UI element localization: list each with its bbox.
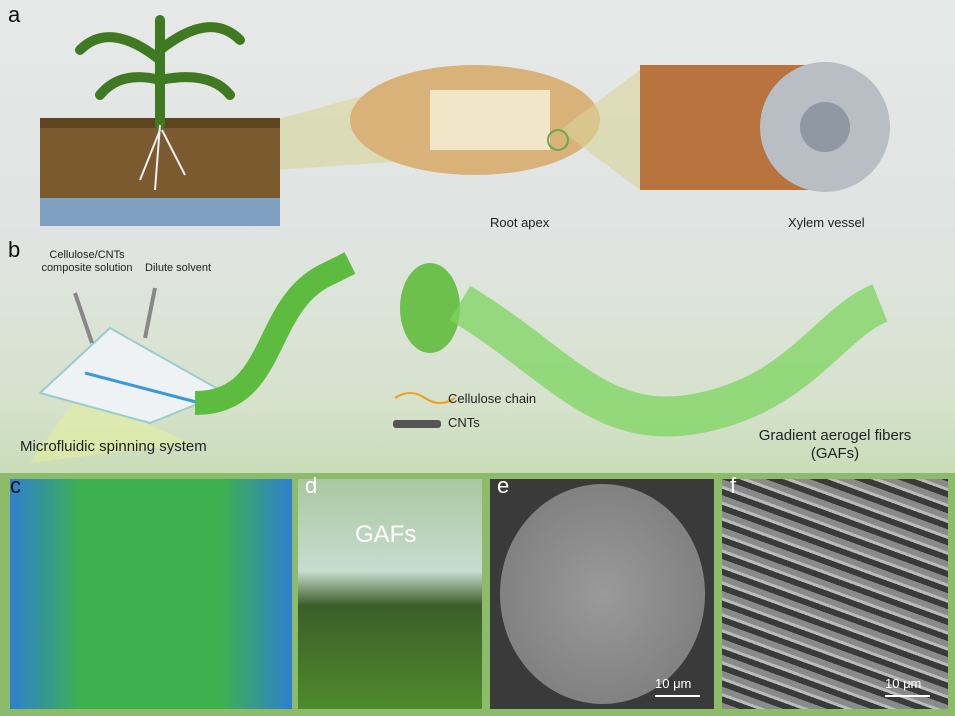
scale-f: 10 μm	[885, 676, 922, 691]
plant-root-illustration	[40, 15, 890, 226]
panel-b: b Cellulose/CNTs composite solution Dilu…	[0, 237, 955, 473]
panel-label-e: e	[497, 473, 510, 498]
scale-e: 10 μm	[655, 676, 692, 691]
panel-label-c: c	[10, 473, 21, 498]
cellulose-chain-legend: Cellulose chain	[448, 391, 537, 406]
gafs-label: Gradient aerogel fibers	[758, 427, 912, 444]
panel-e-image	[490, 479, 714, 709]
panel-label-b: b	[8, 237, 21, 262]
xylem-vessel-label: Xylem vessel	[788, 215, 865, 230]
spinning-fiber-illustration	[30, 252, 889, 463]
microfluidic-system-label: Microfluidic spinning system	[20, 438, 207, 455]
panel-f-image	[722, 479, 948, 709]
gafs-abbr-label: (GAFs)	[810, 445, 860, 462]
root-apex-label: Root apex	[490, 215, 550, 230]
gafs-text: GAFs	[355, 521, 417, 548]
cnts-legend: CNTs	[448, 415, 480, 430]
panel-label-d: d	[305, 473, 318, 498]
panel-c-image	[10, 479, 292, 709]
panel-label-a: a	[8, 2, 21, 27]
composite-solution-label: Cellulose/CNTs composite solution	[41, 249, 133, 274]
panels-c-f: c d GAFs e 10 μm f 10 μm	[0, 473, 955, 716]
dilute-solvent-label: Dilute solvent	[145, 262, 212, 274]
panel-label-f: f	[730, 473, 737, 498]
panel-a: a Root apex Xylem vessel	[0, 0, 955, 243]
panel-d-image	[298, 479, 482, 709]
